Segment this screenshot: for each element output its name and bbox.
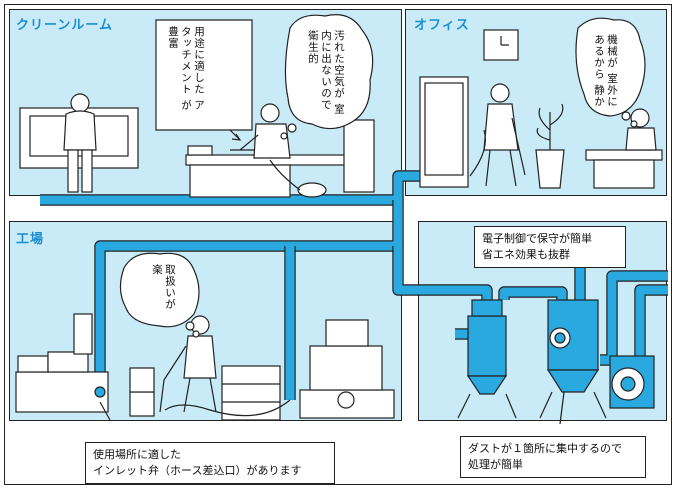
office-title: オフィス (414, 18, 470, 33)
bubble-quiet-line-1: 機械が (606, 34, 618, 69)
callout-dust-line-2: 処理が簡単 (468, 458, 523, 471)
callout-dust: ダストが１箇所に集中するので 処理が簡単 (460, 436, 646, 478)
bubble-clean-air-line-1: 汚れた空気が (333, 30, 345, 99)
bubble-easy-line-2: 楽 (151, 264, 163, 276)
bubble-easy-line-1: 取扱いが (164, 264, 176, 310)
bubble-clean-air: 汚れた空気が 室内に出ないので 衛生的 (306, 30, 345, 122)
bubble-attachment-line-2: アタッチメント (180, 26, 205, 111)
cleanroom-title: クリーンルーム (16, 18, 113, 33)
callout-inlet-line-1: 使用場所に適した (93, 448, 181, 461)
bubble-quiet-line-3: 静か (593, 84, 605, 108)
machine-room-illustration (457, 250, 655, 425)
bubble-quiet: 機械が 室外にあるから 静か (592, 34, 618, 114)
bubble-attachment: 用途に適した アタッチメント が豊富 (166, 26, 205, 122)
callout-dust-line-1: ダストが１箇所に集中するので (468, 442, 622, 455)
callout-electronic-line-1: 電子制御で保守が簡単 (482, 232, 592, 245)
factory-title: 工場 (16, 232, 45, 247)
bubble-attachment-line-1: 用途に適した (193, 26, 205, 95)
callout-inlet-valve: 使用場所に適した インレット弁（ホース差込口）があります (85, 442, 335, 484)
cleanroom-illustration (19, 14, 375, 198)
callout-inlet-line-2: インレット弁（ホース差込口）があります (93, 464, 302, 477)
callout-electronic-line-2: 省エネ効果も抜群 (482, 248, 570, 261)
bubble-attachment-line-3: が豊富 (167, 26, 192, 111)
bubble-clean-air-line-3: 衛生的 (307, 30, 319, 65)
bubble-easy: 取扱いが 楽 (150, 264, 176, 324)
bubble-quiet-line-2: 室外にあるから (593, 34, 618, 108)
bubble-clean-air-line-2: 室内に出ないので (320, 30, 345, 115)
factory-illustration (15, 252, 395, 421)
main-pipe (40, 170, 668, 400)
callout-electronic-control: 電子制御で保守が簡単 省エネ効果も抜群 (474, 226, 626, 268)
office-illustration (419, 17, 663, 189)
